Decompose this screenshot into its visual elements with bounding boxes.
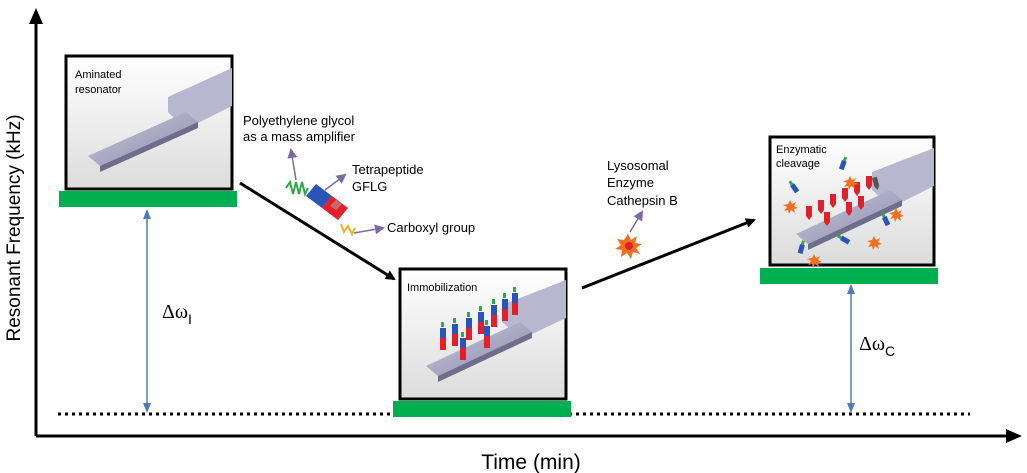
peg-pointer-arrow <box>287 148 298 181</box>
panel-label: Aminated resonator <box>75 69 125 96</box>
panel-label: Enzymatic cleavage <box>776 144 830 170</box>
y-axis-arrowhead <box>29 8 43 24</box>
transition-arrow-2 <box>581 218 756 290</box>
base-block <box>59 191 237 207</box>
peptide-cluster <box>440 287 518 360</box>
tetrapeptide-label: Tetrapeptide GFLG <box>352 162 427 194</box>
enzyme-burst-icons <box>783 176 904 268</box>
peptide-blue-segment <box>306 184 332 208</box>
delta-omega-c-label: ΔωC <box>859 333 895 359</box>
panel-cleavage: Enzymatic cleavage <box>760 135 938 284</box>
peg-spring-icon <box>285 179 309 197</box>
released-fragments <box>788 156 891 254</box>
cantilever-icon <box>88 68 232 172</box>
base-block <box>393 401 571 417</box>
x-axis-arrowhead <box>1006 429 1022 443</box>
peptide-molecule <box>285 148 385 237</box>
enzyme-icon <box>615 234 642 259</box>
panel-immobilization: Immobilization <box>393 267 571 417</box>
cleaved-peptide-cluster <box>806 176 872 226</box>
panel-aminated: Aminated resonator <box>59 54 237 207</box>
tetra-pointer-arrow <box>324 173 347 191</box>
transition-arrow-1 <box>239 181 396 281</box>
y-axis-label: Resonant Frequency (kHz) <box>4 114 25 341</box>
delta-omega-i-label: ΔωI <box>162 301 192 327</box>
peg-label: Polyethylene glycol as a mass amplifier <box>243 113 358 144</box>
carboxyl-pointer-arrow <box>353 224 385 235</box>
panel-frame <box>64 54 234 191</box>
carboxyl-label: Carboxyl group <box>387 220 475 235</box>
x-axis-label: Time (min) <box>481 451 581 473</box>
panel-label: Immobilization <box>407 282 477 294</box>
cantilever-icon <box>796 148 934 250</box>
panel-frame <box>768 135 936 267</box>
enzyme-label: Lysosomal Enzyme Cathepsin B <box>607 158 678 208</box>
carboxyl-icon <box>340 223 356 237</box>
base-block <box>760 268 938 284</box>
enzyme-pointer-arrow <box>629 210 644 233</box>
cantilever-icon <box>426 280 566 382</box>
